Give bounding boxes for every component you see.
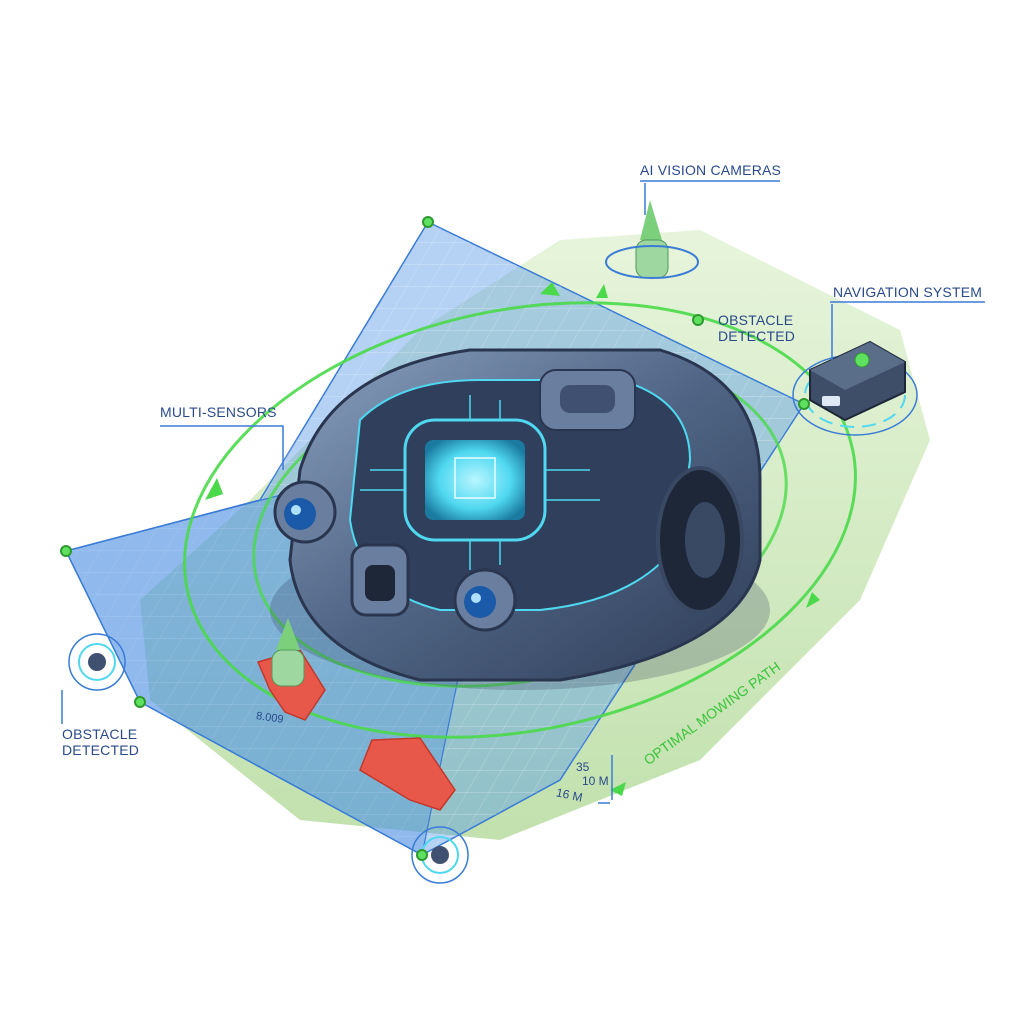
circuit-board-icon	[360, 395, 600, 570]
path-arrows	[205, 282, 820, 796]
sensor-unit-bottom	[411, 826, 469, 884]
sensor-unit-left	[68, 633, 126, 691]
front-camera-left	[273, 480, 337, 544]
navigation-device	[792, 340, 918, 436]
garden-gnome-top	[605, 200, 699, 279]
label-ai-vision-cameras: AI VISION CAMERAS	[640, 162, 782, 178]
node-top-left	[422, 216, 434, 228]
node-right	[798, 398, 810, 410]
rear-wheel	[656, 466, 744, 614]
node-bottom	[416, 849, 428, 861]
measurement-35: 35	[576, 760, 590, 774]
label-obstacle-detected-left: OBSTACLE DETECTED	[62, 726, 140, 759]
label-multi-sensors: MULTI-SENSORS	[160, 404, 277, 420]
measurement-10m: 10 M	[582, 774, 609, 788]
front-camera-right	[453, 568, 517, 632]
node-left	[60, 545, 72, 557]
garden-gnome-front	[271, 618, 305, 687]
label-navigation-system: NAVIGATION SYSTEM	[833, 284, 983, 300]
leader-lines	[61, 180, 985, 804]
robot-mower	[270, 348, 770, 690]
front-camera-center	[350, 543, 410, 617]
node-left-bottom	[134, 696, 146, 708]
obstacle-indicator-dot	[692, 314, 704, 326]
label-obstacle-detected-top: OBSTACLE DETECTED	[718, 312, 796, 345]
